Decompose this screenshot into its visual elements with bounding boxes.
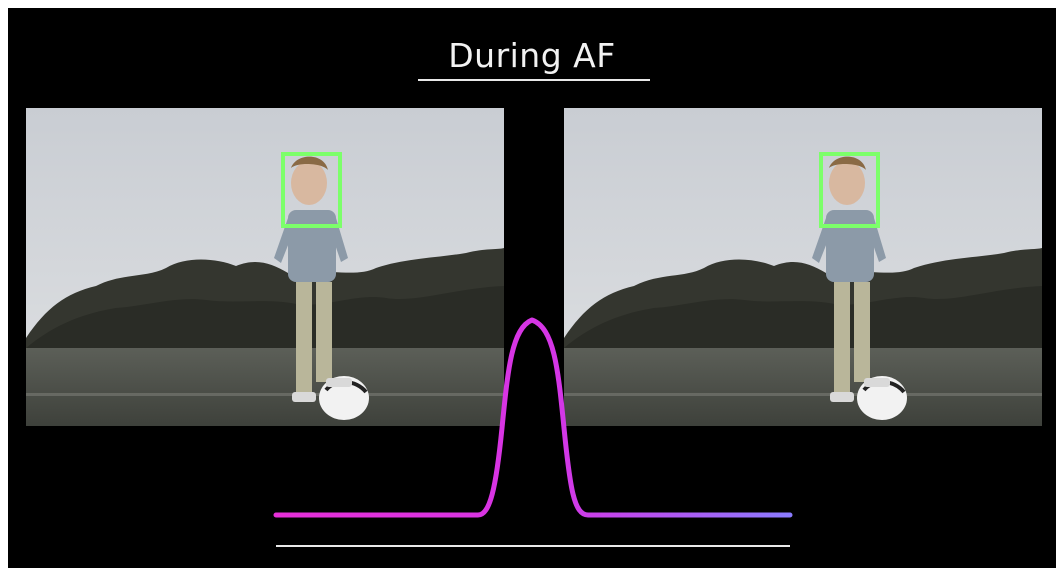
slide-title: During AF	[448, 36, 616, 75]
bottom-rule	[276, 545, 790, 547]
title-underline	[418, 79, 650, 81]
left-photo-scene	[26, 108, 504, 426]
face-detection-box	[819, 152, 880, 228]
face-detection-box	[281, 152, 342, 228]
right-photo	[564, 108, 1042, 426]
right-photo-scene	[564, 108, 1042, 426]
left-photo	[26, 108, 504, 426]
focus-peak-curve	[273, 317, 793, 518]
slide: During AF	[8, 8, 1056, 568]
